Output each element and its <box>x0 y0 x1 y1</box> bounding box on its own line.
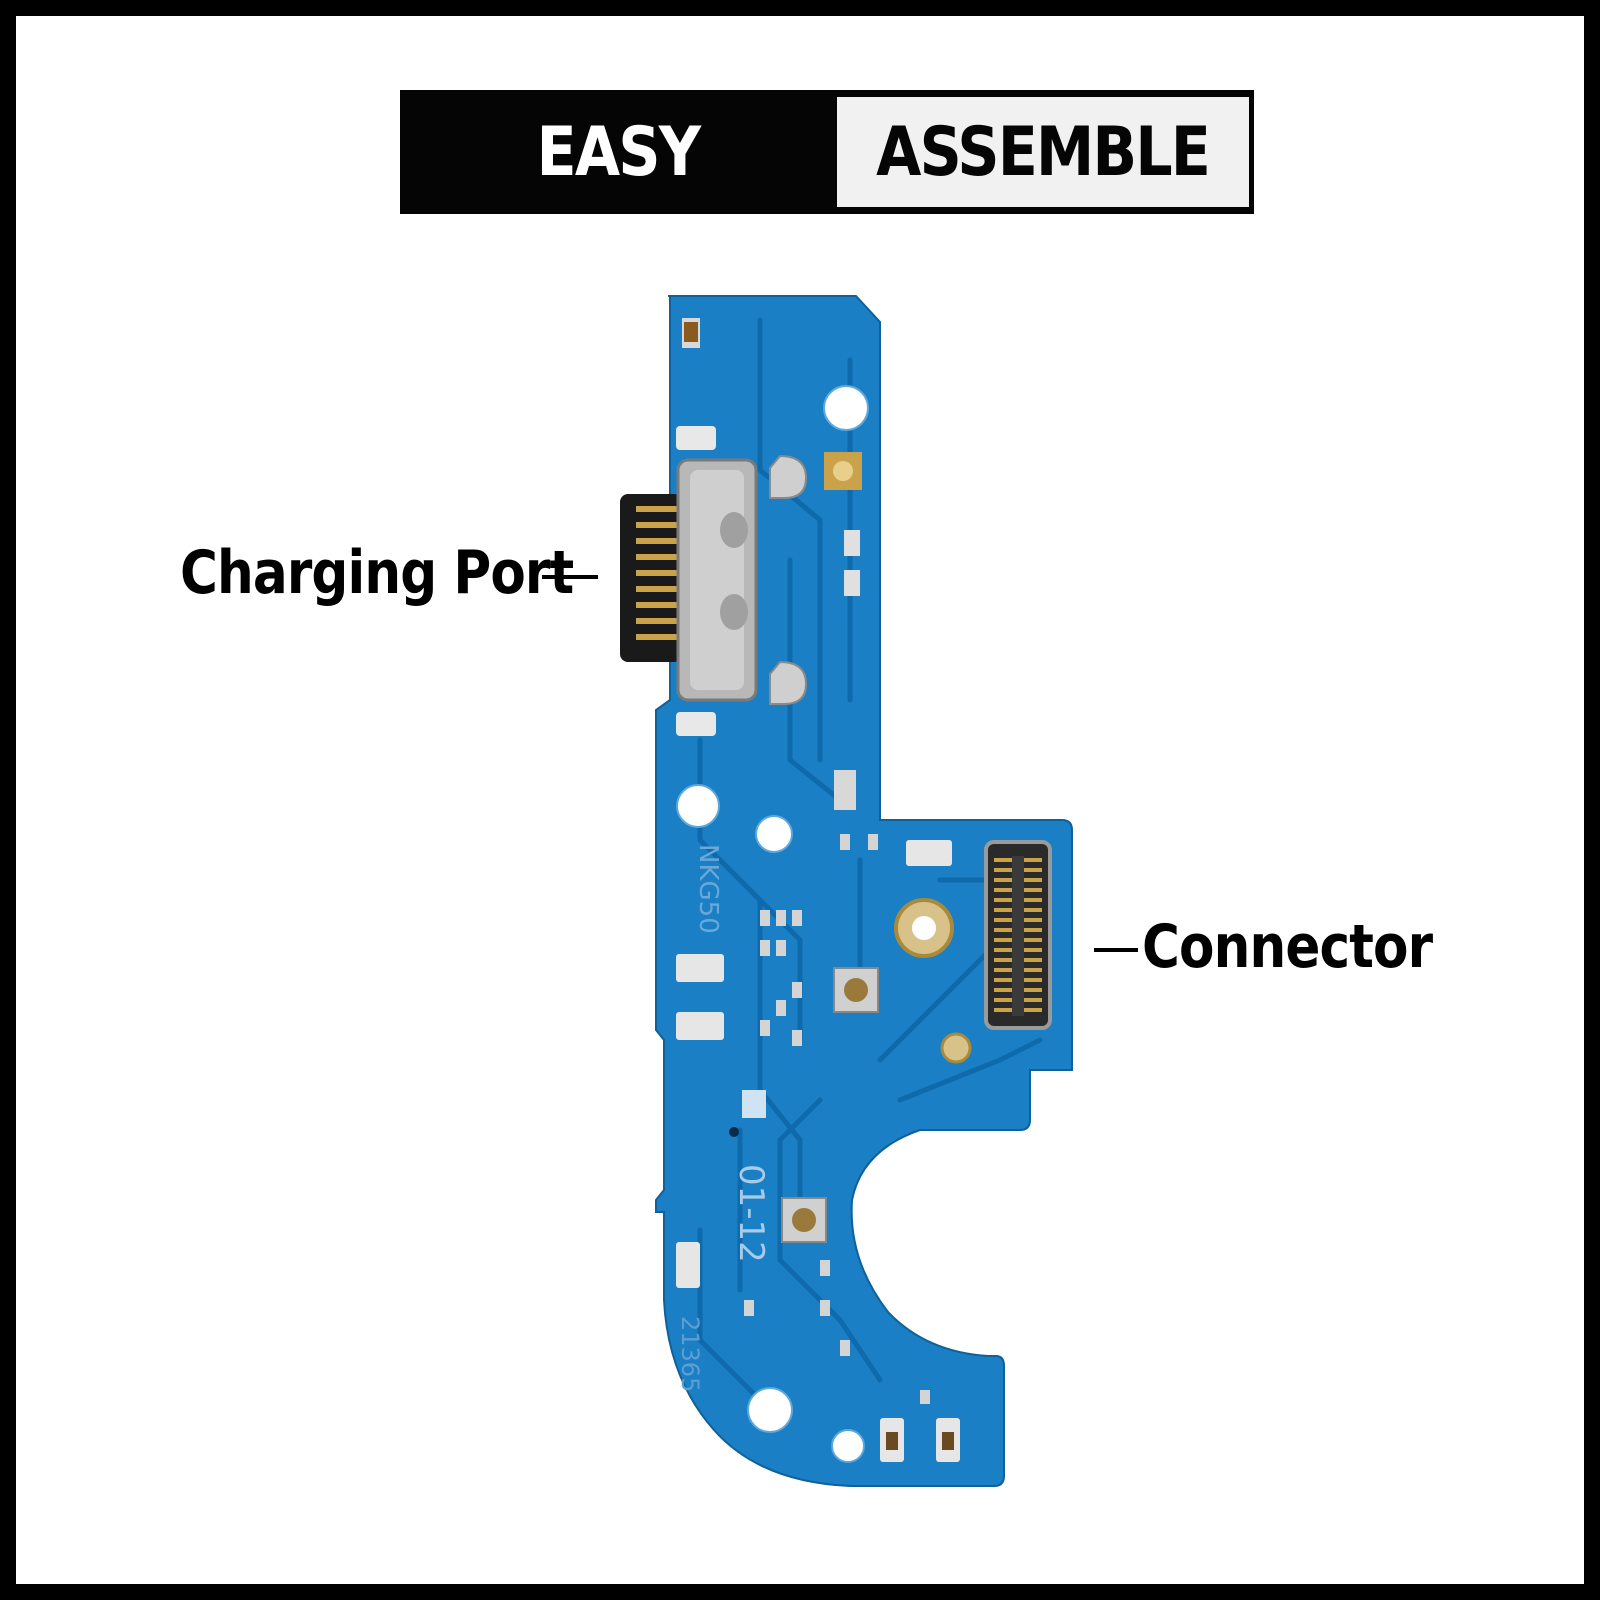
test-pad-center <box>833 461 853 481</box>
connector-label: Connector <box>1142 912 1433 982</box>
small-components <box>744 834 930 1404</box>
charging-port-leader-line <box>542 575 598 579</box>
component-pad <box>676 1012 724 1040</box>
component-smd <box>844 570 860 596</box>
mounting-hole <box>755 815 793 853</box>
component-pad <box>676 954 724 982</box>
banner-assemble-text: ASSEMBLE <box>876 112 1211 192</box>
mounting-hole <box>823 385 869 431</box>
charging-port-latch <box>720 512 748 548</box>
component-pad <box>906 840 952 866</box>
component-smd-dark <box>942 1432 954 1450</box>
charging-port-latch <box>720 594 748 630</box>
silkscreen-mark <box>742 1090 766 1118</box>
board-serial-marking: 21365 <box>676 1316 704 1392</box>
board-connector-center <box>1012 856 1024 1016</box>
component-smd-dark <box>886 1432 898 1450</box>
charging-port-tab <box>769 660 808 705</box>
component-pad <box>676 1242 700 1288</box>
easy-assemble-banner: EASY ASSEMBLE <box>400 90 1254 214</box>
ground-ring-small <box>940 1032 972 1064</box>
board-date-code: 01-12 <box>731 1164 771 1263</box>
component-smd <box>834 770 856 810</box>
charging-port-pins <box>636 506 682 640</box>
charging-port-shell-highlight <box>690 470 744 690</box>
antenna-socket-center <box>844 978 868 1002</box>
component-pad <box>676 426 716 450</box>
silkscreen-dot <box>729 1127 739 1137</box>
component-smd <box>844 530 860 556</box>
component-pad <box>676 712 716 736</box>
component-smd <box>684 322 698 342</box>
banner-assemble-box: ASSEMBLE <box>837 97 1249 207</box>
antenna-socket-center <box>792 1208 816 1232</box>
board-model-marking: NKG50 <box>693 844 723 934</box>
pcb-traces <box>697 317 1043 1403</box>
banner-easy-text: EASY <box>536 112 702 192</box>
charging-port-label: Charging Port <box>180 538 574 608</box>
mounting-hole <box>747 1387 793 1433</box>
mounting-hole <box>831 1429 865 1463</box>
connector-leader-line <box>1094 948 1138 952</box>
charging-port-tab <box>769 454 808 499</box>
mounting-hole <box>676 784 720 828</box>
ground-ring-hole <box>912 916 936 940</box>
pcb-board <box>655 295 1073 1487</box>
